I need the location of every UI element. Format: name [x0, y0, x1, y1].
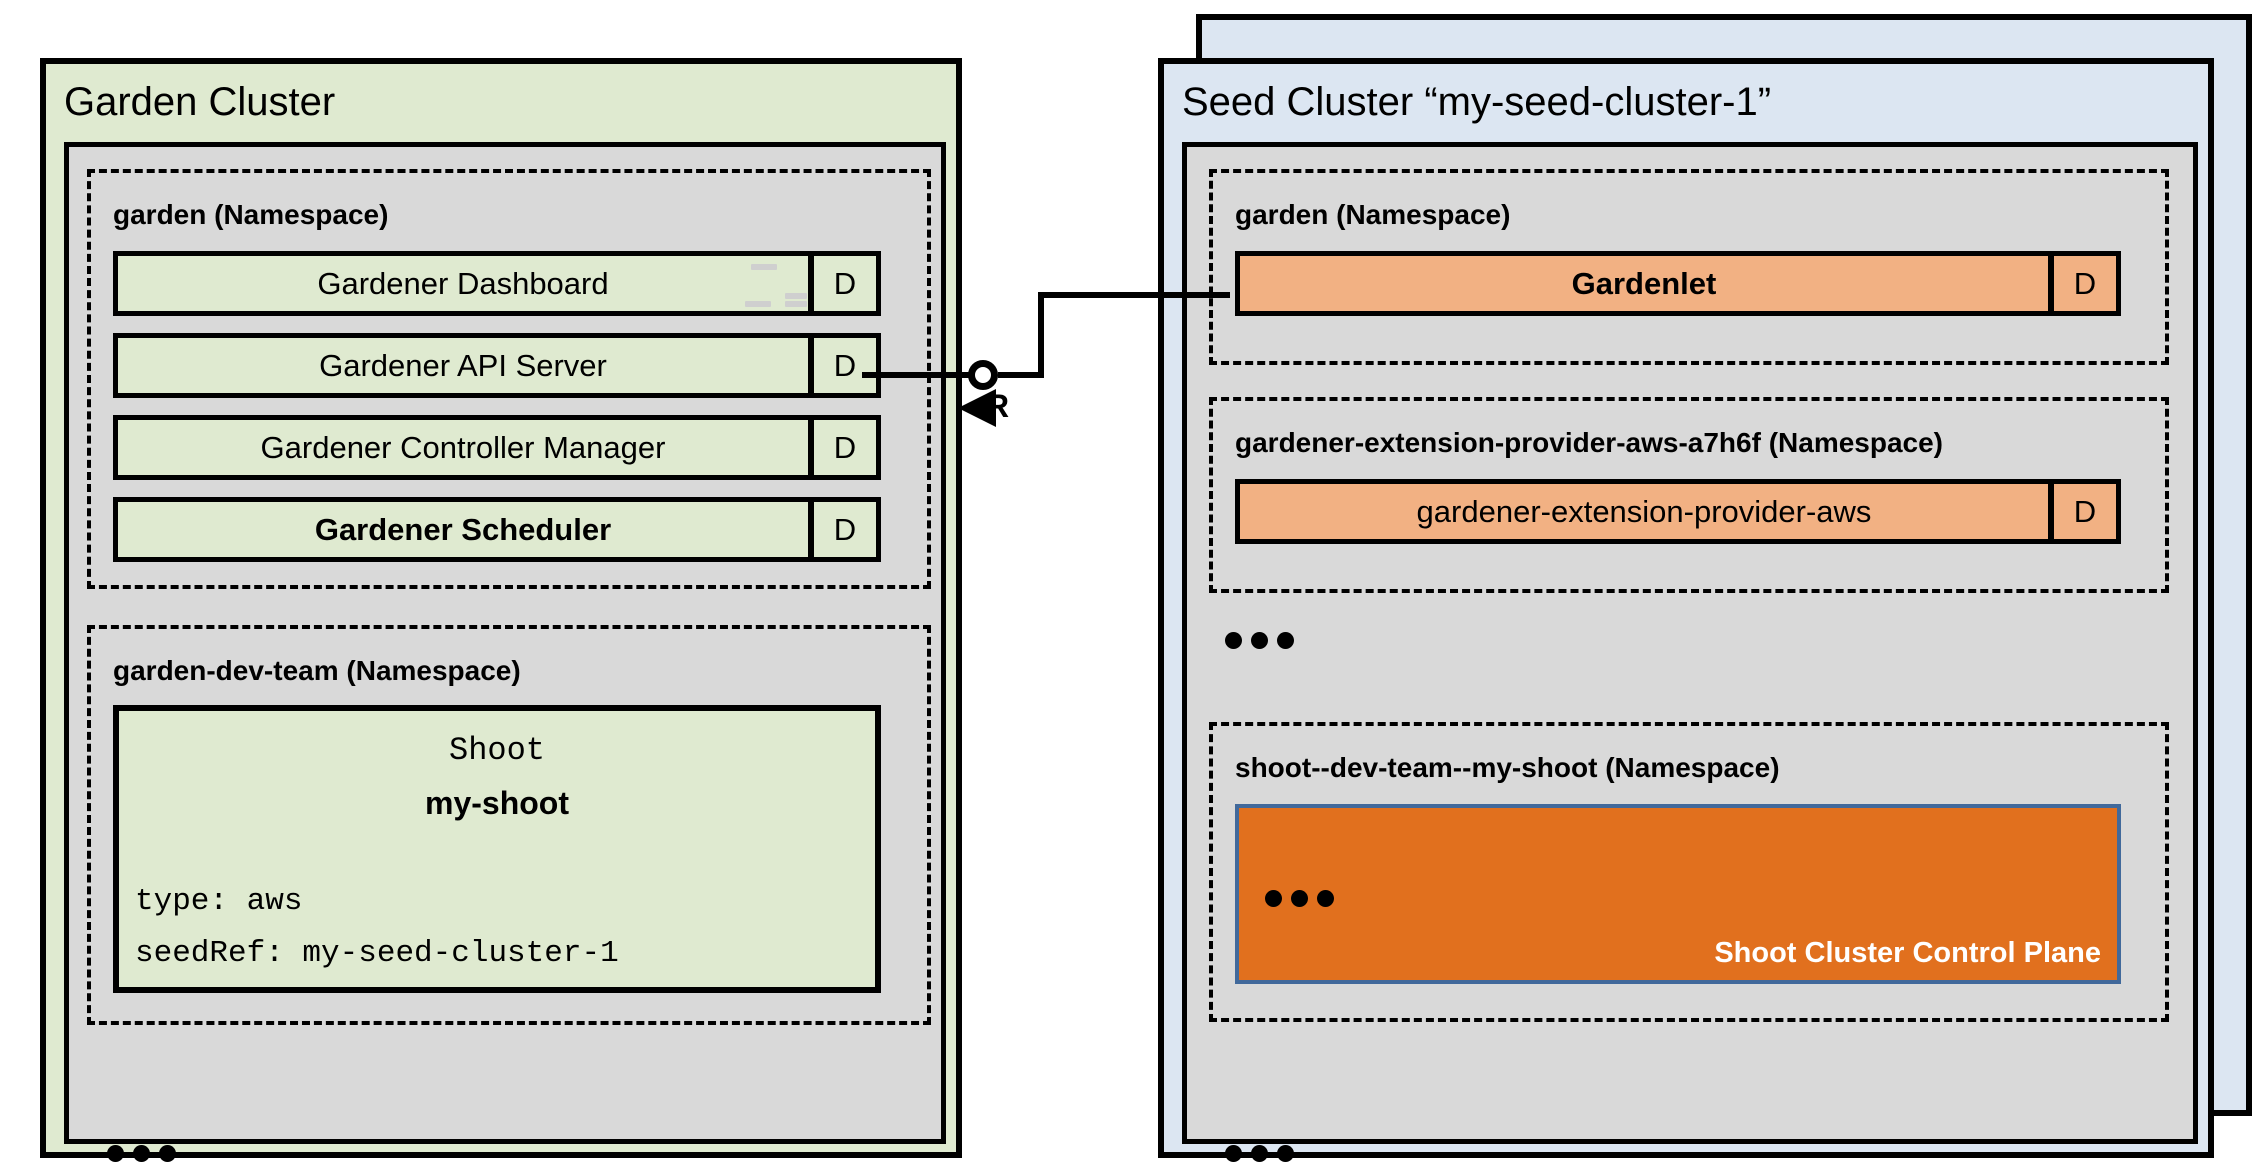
seed-cluster-bottom-more-indicator: [1225, 1145, 1294, 1162]
seed-cluster-title: Seed Cluster “my-seed-cluster-1”: [1182, 80, 1772, 124]
workload-gardener-scheduler[interactable]: Gardener Scheduler D: [113, 497, 881, 562]
shoot-cluster-control-plane-label: Shoot Cluster Control Plane: [1714, 937, 2101, 969]
garden-cluster: Garden Cluster garden (Namespace) Garden…: [40, 58, 962, 1162]
seed-cluster-middle-more-indicator: [1225, 632, 1294, 649]
garden-cluster-more-indicator: [107, 1145, 176, 1162]
namespace-garden: garden (Namespace) Gardener Dashboard D …: [87, 169, 931, 589]
garden-cluster-node-body: garden (Namespace) Gardener Dashboard D …: [64, 142, 946, 1162]
shoot-resource-spec-seedref: seedRef: my-seed-cluster-1: [135, 936, 619, 971]
workload-gardener-dashboard-kind-badge: D: [811, 251, 881, 316]
namespace-shoot-dev-team-my-shoot-title: shoot--dev-team--my-shoot (Namespace): [1235, 752, 1780, 783]
workload-gardener-extension-provider-aws-kind-badge: D: [2051, 479, 2121, 544]
workload-gardenlet[interactable]: Gardenlet D: [1235, 251, 2121, 316]
seed-cluster: Seed Cluster “my-seed-cluster-1” garden …: [1158, 58, 2214, 1162]
control-plane-more-indicator: [1265, 890, 1334, 907]
workload-gardener-api-server-kind-badge: D: [811, 333, 881, 398]
connection-direction-arrow-icon: [958, 389, 996, 427]
workload-gardener-scheduler-label: Gardener Scheduler: [113, 497, 811, 562]
workload-gardener-api-server-label: Gardener API Server: [113, 333, 811, 398]
workload-gardener-controller-manager-kind-badge: D: [811, 415, 881, 480]
render-artifact-mark: [751, 264, 777, 270]
render-artifact-mark: [785, 293, 807, 299]
shoot-cluster-control-plane[interactable]: Shoot Cluster Control Plane: [1235, 804, 2121, 984]
connection-socket-icon: [968, 360, 998, 390]
shoot-resource-kind: Shoot: [448, 732, 545, 769]
workload-gardenlet-label: Gardenlet: [1235, 251, 2051, 316]
namespace-garden-dev-team: garden-dev-team (Namespace) Shoot my-sho…: [87, 625, 931, 1025]
shoot-resource-name: my-shoot: [425, 785, 569, 821]
shoot-resource-card[interactable]: Shoot my-shoot type: aws seedRef: my-see…: [113, 705, 881, 993]
namespace-seed-garden-title: garden (Namespace): [1235, 199, 1511, 230]
namespace-garden-title: garden (Namespace): [113, 199, 389, 230]
workload-gardener-scheduler-kind-badge: D: [811, 497, 881, 562]
connection-segment-mid: [998, 372, 1044, 378]
namespace-gardener-extension-provider-aws-title: gardener-extension-provider-aws-a7h6f (N…: [1235, 427, 1943, 458]
workload-gardener-extension-provider-aws-label: gardener-extension-provider-aws: [1235, 479, 2051, 544]
workload-gardener-dashboard[interactable]: Gardener Dashboard D: [113, 251, 881, 316]
connection-marker-label: R: [986, 388, 1010, 424]
namespace-shoot-dev-team-my-shoot: shoot--dev-team--my-shoot (Namespace) Sh…: [1209, 722, 2169, 1022]
workload-gardener-extension-provider-aws[interactable]: gardener-extension-provider-aws D: [1235, 479, 2121, 544]
connection-segment-riser: [1038, 292, 1044, 378]
workload-gardener-api-server[interactable]: Gardener API Server D: [113, 333, 881, 398]
workload-gardener-controller-manager[interactable]: Gardener Controller Manager D: [113, 415, 881, 480]
workload-gardener-dashboard-label: Gardener Dashboard: [113, 251, 811, 316]
shoot-resource-spec-type: type: aws: [135, 884, 303, 919]
workload-gardenlet-kind-badge: D: [2051, 251, 2121, 316]
namespace-garden-dev-team-title: garden-dev-team (Namespace): [113, 655, 521, 686]
workload-gardener-controller-manager-label: Gardener Controller Manager: [113, 415, 811, 480]
seed-cluster-node-body: garden (Namespace) Gardenlet D gardener-…: [1182, 142, 2198, 1162]
render-artifact-mark: [785, 301, 807, 307]
namespace-gardener-extension-provider-aws: gardener-extension-provider-aws-a7h6f (N…: [1209, 397, 2169, 593]
namespace-seed-garden: garden (Namespace) Gardenlet D: [1209, 169, 2169, 365]
render-artifact-mark: [745, 301, 771, 307]
garden-cluster-title: Garden Cluster: [64, 80, 336, 124]
